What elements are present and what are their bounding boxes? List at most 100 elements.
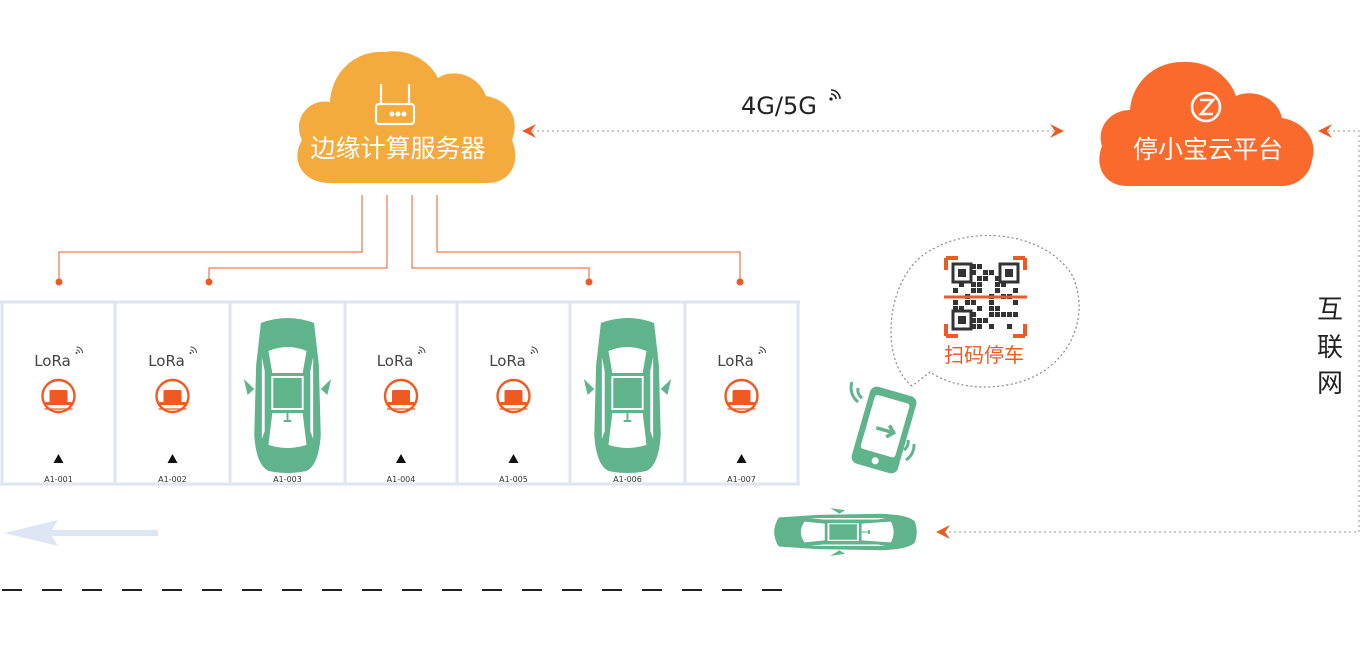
qr-module: [971, 318, 976, 323]
qr-module: [995, 282, 1000, 287]
qr-module: [989, 312, 994, 317]
qr-module: [1007, 312, 1012, 317]
qr-module: [977, 282, 982, 287]
incoming-car-icon: [773, 507, 918, 557]
lora-label: LoRa: [717, 352, 754, 370]
slot-marker-icon: [53, 454, 64, 463]
qr-module: [971, 312, 976, 317]
server-wiring: [58, 195, 741, 282]
slot-marker-icon: [167, 454, 178, 463]
qr-module: [971, 264, 976, 269]
qr-module: [959, 282, 964, 287]
slot-id-label: A1-006: [613, 475, 642, 484]
qr-module: [1001, 312, 1006, 317]
qr-module: [989, 270, 994, 275]
svg-text:互: 互: [1317, 295, 1343, 325]
logo-icon: [1190, 91, 1222, 123]
qr-module: [965, 300, 970, 305]
qr-module: [977, 324, 982, 329]
qr-module: [995, 288, 1000, 293]
qr-module: [989, 324, 994, 329]
phone-signal-icon: [849, 381, 916, 462]
qr-module: [977, 318, 982, 323]
internet-label: 互 联 网: [1317, 295, 1343, 399]
lora-signal-icon: [530, 346, 538, 354]
qr-module: [953, 300, 958, 305]
svg-text:网: 网: [1317, 369, 1343, 399]
qr-module: [977, 264, 982, 269]
qr-module: [971, 270, 976, 275]
qr-module: [1013, 288, 1018, 293]
qr-module: [983, 318, 988, 323]
signal-icon: [829, 89, 841, 101]
qr-module: [1013, 300, 1018, 305]
slot-id-label: A1-001: [44, 475, 73, 484]
qr-module: [995, 306, 1000, 311]
wiring-nodes: [55, 278, 744, 286]
scan-bubble: [890, 234, 1080, 388]
sensor-icon: [724, 378, 759, 414]
qr-module: [1001, 282, 1006, 287]
lora-signal-icon: [418, 346, 426, 354]
sensor-icon: [155, 378, 190, 414]
slot-marker-icon: [396, 454, 406, 463]
lora-signal-icon: [75, 346, 83, 354]
slot-id-label: A1-005: [499, 475, 528, 484]
sensor-icon: [496, 378, 531, 414]
qr-module: [1013, 312, 1018, 317]
link-label: 4G/5G: [741, 92, 817, 120]
qr-module: [959, 306, 964, 311]
qr-module: [977, 276, 982, 281]
qr-module: [971, 300, 976, 305]
qr-module: [983, 276, 988, 281]
qr-module: [989, 306, 994, 311]
qr-module: [989, 300, 994, 305]
lora-signal-icon: [758, 346, 766, 354]
internet-path: [948, 130, 1360, 533]
qr-module: [977, 288, 982, 293]
parking-slot-A1-006: A1-006: [582, 317, 673, 484]
edge-server-label: 边缘计算服务器: [310, 134, 485, 163]
slot-id-label: A1-004: [387, 475, 416, 484]
lora-label: LoRa: [489, 352, 526, 370]
lora-label: LoRa: [377, 352, 414, 370]
internet-arrow-bottom: [936, 525, 950, 539]
lora-signal-icon: [189, 346, 197, 354]
phone-icon: [851, 386, 917, 474]
qr-code-icon: [944, 256, 1027, 338]
platform-cloud: [1099, 61, 1314, 187]
slot-marker-icon: [736, 454, 747, 463]
slot-id-label: A1-003: [273, 475, 302, 484]
router-icon: [374, 84, 416, 126]
platform-label: 停小宝云平台: [1133, 135, 1283, 164]
qr-module: [977, 306, 982, 311]
sensor-icon: [41, 378, 76, 414]
slot-id-label: A1-002: [158, 475, 187, 484]
scan-label: 扫码停车: [944, 343, 1024, 367]
parking-lot: [0, 300, 800, 486]
lora-label: LoRa: [34, 352, 71, 370]
slot-id-label: A1-007: [727, 475, 756, 484]
qr-module: [1007, 324, 1012, 329]
edge-server-cloud: [297, 51, 516, 184]
svg-text:联: 联: [1317, 333, 1343, 363]
sensor-icon: [383, 378, 419, 414]
link-arrow-right: [1050, 124, 1064, 138]
qr-module: [953, 306, 958, 311]
qr-module: [971, 288, 976, 293]
slot-marker-icon: [508, 454, 519, 463]
internet-arrow-top: [1318, 124, 1332, 138]
qr-module: [971, 324, 976, 329]
parking-slot-A1-003: A1-003: [242, 317, 333, 484]
parked-car-icon: [242, 317, 333, 474]
parked-car-icon: [582, 317, 673, 474]
direction-arrow: [4, 520, 158, 546]
qr-module: [983, 270, 988, 275]
